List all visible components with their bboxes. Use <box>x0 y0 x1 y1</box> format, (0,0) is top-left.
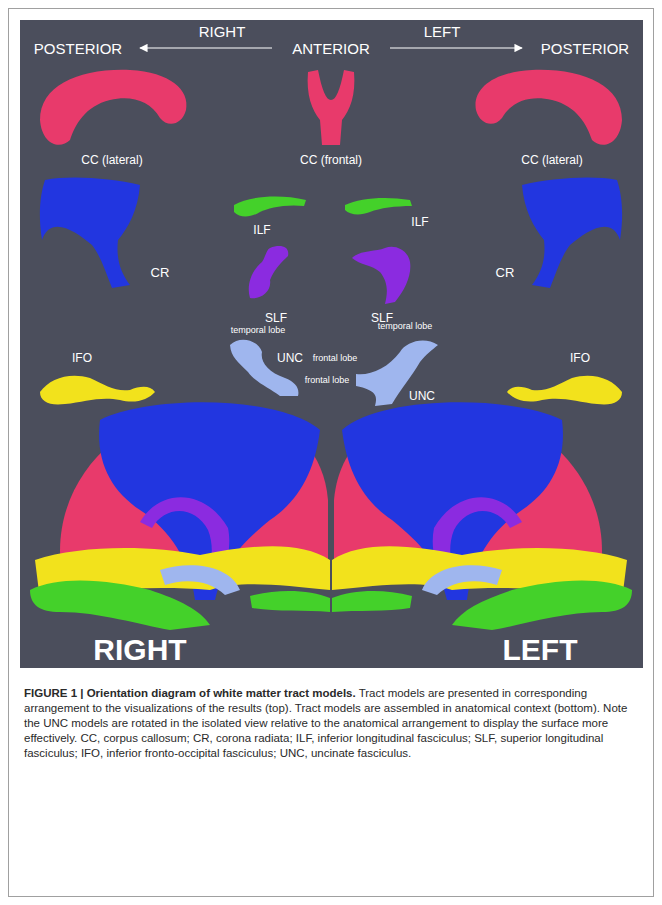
tract-label: SLF <box>265 312 287 324</box>
tract-label: UNC <box>409 390 435 402</box>
tract-label: CC (lateral) <box>521 154 582 166</box>
unc-assembled <box>160 565 240 595</box>
tract-label: ANTERIOR <box>292 41 370 56</box>
tract-label: RIGHT <box>199 24 246 39</box>
ilf-assembled <box>250 591 330 612</box>
ilf-model <box>234 197 306 217</box>
hemisphere-label: RIGHT <box>93 635 186 665</box>
tract-label: LEFT <box>424 24 461 39</box>
tract-label: POSTERIOR <box>541 41 629 56</box>
unc-model <box>230 340 298 396</box>
mirrored-hemisphere-set <box>332 70 632 630</box>
tract-label: CR <box>151 266 170 279</box>
caption-title: FIGURE 1 | Orientation diagram of white … <box>24 687 356 699</box>
tract-label: temporal lobe <box>378 322 433 331</box>
direction-arrow <box>140 47 272 48</box>
tract-label: UNC <box>277 352 303 364</box>
tract-label: IFO <box>72 352 92 364</box>
tract-label: CR <box>496 266 515 279</box>
tract-label: CC (frontal) <box>300 154 362 166</box>
tract-label: frontal lobe <box>313 354 358 363</box>
slf-model <box>352 247 410 304</box>
direction-arrow <box>390 47 522 48</box>
ilf-assembled <box>30 581 210 630</box>
cc-frontal-model <box>308 70 355 145</box>
ilf-model <box>345 198 412 215</box>
tract-label: frontal lobe <box>305 376 350 385</box>
assembled-hemisphere <box>30 402 330 630</box>
cc-lateral-model <box>40 70 187 145</box>
cr-model <box>40 178 140 288</box>
tract-label: ILF <box>411 216 428 228</box>
hemisphere-label: LEFT <box>503 635 578 665</box>
ifo-model <box>40 376 155 405</box>
hemisphere-set <box>30 70 330 630</box>
tract-label: CC (lateral) <box>81 154 142 166</box>
tract-label: temporal lobe <box>231 326 286 335</box>
tract-label: ILF <box>253 224 270 236</box>
unc-model <box>356 341 438 406</box>
figure-caption: FIGURE 1 | Orientation diagram of white … <box>24 686 638 761</box>
tract-label: POSTERIOR <box>34 41 122 56</box>
panel-ground <box>20 20 643 668</box>
slf-model <box>249 246 289 298</box>
figure-border <box>9 9 654 897</box>
tract-label: IFO <box>570 352 590 364</box>
